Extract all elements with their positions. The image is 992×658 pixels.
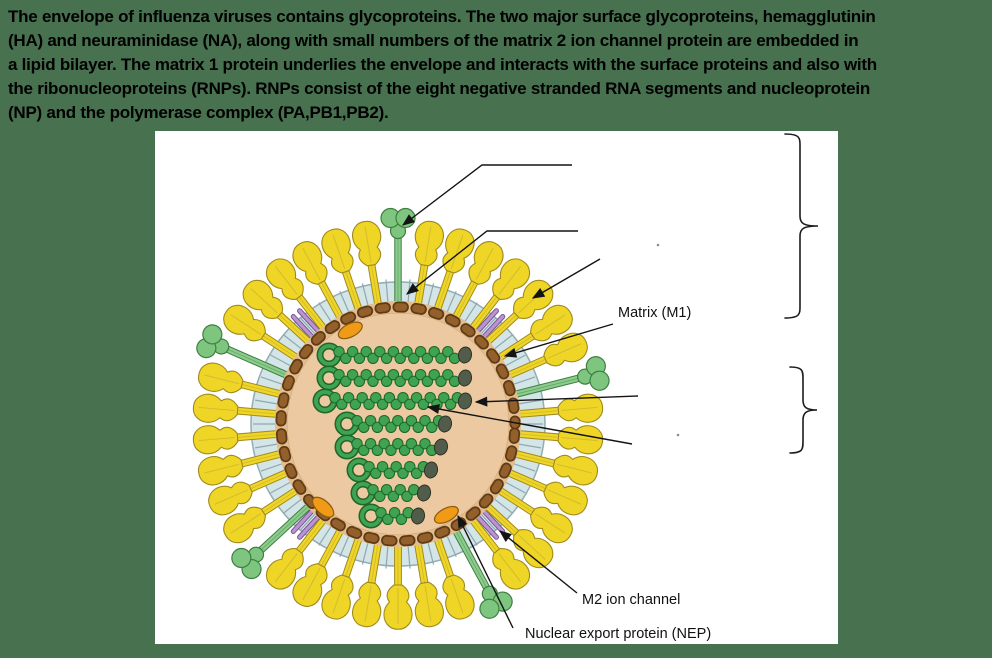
nuclear-export-protein	[433, 505, 459, 524]
pointer-arrow	[503, 323, 614, 358]
rnp-segment	[350, 480, 432, 506]
grouping-braces	[784, 133, 819, 454]
hemagglutinin-spike	[412, 220, 444, 317]
pointer-arrow	[402, 164, 572, 226]
hemagglutinin-spike	[506, 393, 604, 423]
print-speck	[656, 243, 660, 247]
rnp-segment	[312, 388, 473, 414]
grouping-brace	[784, 133, 819, 319]
pointer-arrows	[402, 164, 639, 629]
pointer-arrow	[406, 230, 578, 295]
rnp-segment	[316, 342, 473, 368]
diagram-panel: Matrix (M1) M2 ion channel Nuclear expor…	[155, 131, 838, 644]
intro-text: The envelope of influenza viruses contai…	[8, 5, 988, 125]
rnp-segment	[334, 434, 449, 460]
rnp-segment	[358, 503, 426, 529]
nuclear-export-protein	[311, 496, 335, 518]
hemagglutinin-spike	[192, 425, 290, 455]
intro-line: the ribonucleoproteins (RNPs). RNPs cons…	[8, 79, 870, 98]
pointer-arrow	[457, 514, 514, 629]
intro-line: a lipid bilayer. The matrix 1 protein un…	[8, 55, 877, 74]
rnp-segment	[346, 457, 439, 483]
rnp-segments	[312, 342, 473, 529]
intro-line: (HA) and neuraminidase (NA), along with …	[8, 31, 859, 50]
nuclear-export-protein-label: Nuclear export protein (NEP)	[525, 626, 712, 642]
neuraminidase-spike	[503, 356, 610, 401]
pointer-arrow	[474, 395, 639, 407]
neuraminidase-spike	[196, 324, 300, 384]
neuraminidase-spike	[231, 495, 320, 580]
virus-diagram	[192, 133, 819, 630]
matrix-m1-ring	[275, 301, 521, 547]
pointer-arrow	[499, 530, 578, 594]
pointer-arrow	[426, 404, 633, 445]
intro-line: (NP) and the polymerase complex (PA,PB1,…	[8, 103, 389, 122]
rnp-segment	[334, 411, 453, 437]
intro-line: The envelope of influenza viruses contai…	[8, 7, 876, 26]
grouping-brace	[789, 366, 818, 454]
print-speck	[676, 433, 680, 437]
pointer-arrow	[531, 258, 601, 299]
hemagglutinin-spike	[352, 531, 384, 628]
nuclear-export-protein	[337, 321, 363, 340]
m2-ion-channel-label: M2 ion channel	[582, 592, 681, 608]
rnp-segment	[316, 365, 473, 391]
matrix-m1-label: Matrix (M1)	[618, 305, 692, 321]
